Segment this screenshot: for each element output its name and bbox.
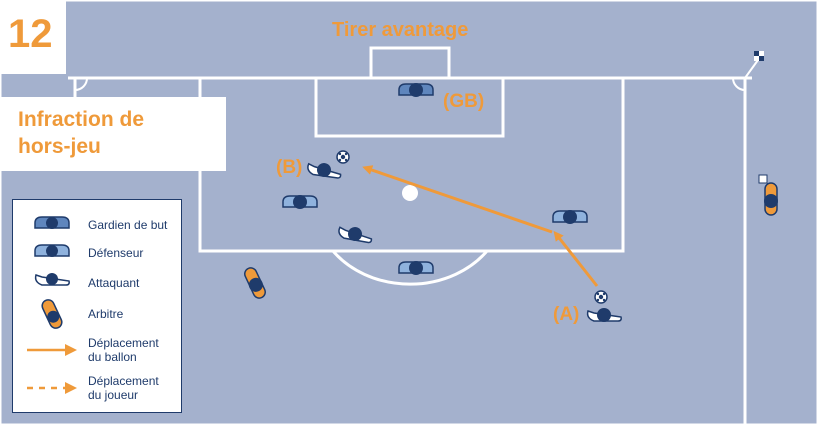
defender-icon <box>552 209 588 225</box>
ball-icon <box>594 290 608 304</box>
diagram-header: Tirer avantage <box>332 19 469 41</box>
legend-ball-move-arrow <box>27 344 77 356</box>
diagram-title: Infraction de hors-jeu <box>18 106 218 160</box>
assistant-referee-icon <box>763 182 779 216</box>
legend-player-move-label: Déplacement du joueur <box>88 374 159 402</box>
goalkeeper-icon <box>398 82 434 98</box>
ball-icon <box>336 150 350 164</box>
penalty-spot <box>402 185 418 201</box>
title-line-2: hors-jeu <box>18 135 101 158</box>
flag-icon <box>758 174 768 184</box>
ball-path-arrow-b <box>362 165 553 234</box>
defender-icon <box>398 260 434 276</box>
goal-area <box>314 76 505 138</box>
label-gb: (GB) <box>443 91 485 112</box>
legend-player-move-arrow <box>27 382 77 394</box>
legend-goalkeeper-icon <box>34 216 70 229</box>
penalty-arc <box>331 250 489 286</box>
defender-icon <box>282 194 318 210</box>
title-line-1: Infraction de <box>18 108 145 131</box>
legend-goalkeeper-label: Gardien de but <box>88 218 168 232</box>
legend-player-move-line-2: du joueur <box>88 388 139 402</box>
diagram-number: 12 <box>8 12 53 56</box>
diagram-number-box <box>0 0 66 74</box>
ball-path-arrow-a <box>553 230 599 287</box>
legend-defender-label: Défenseur <box>88 246 144 260</box>
label-b: (B) <box>276 157 303 178</box>
title-box <box>0 97 226 171</box>
legend-defender-icon <box>34 244 70 257</box>
legend-attacker-label: Attaquant <box>88 276 140 290</box>
legend: Gardien de but Défenseur Attaquant Arbit… <box>12 199 182 413</box>
legend-referee-icon <box>41 299 63 329</box>
legend-referee-label: Arbitre <box>88 307 124 321</box>
penalty-area <box>198 78 625 253</box>
legend-attacker-icon <box>34 273 70 286</box>
label-a: (A) <box>553 304 580 325</box>
legend-ball-move-line-2: du ballon <box>88 350 137 364</box>
legend-player-move-line-1: Déplacement <box>88 374 159 388</box>
legend-ball-move-label: Déplacement du ballon <box>88 336 159 364</box>
legend-ball-move-line-1: Déplacement <box>88 336 159 350</box>
